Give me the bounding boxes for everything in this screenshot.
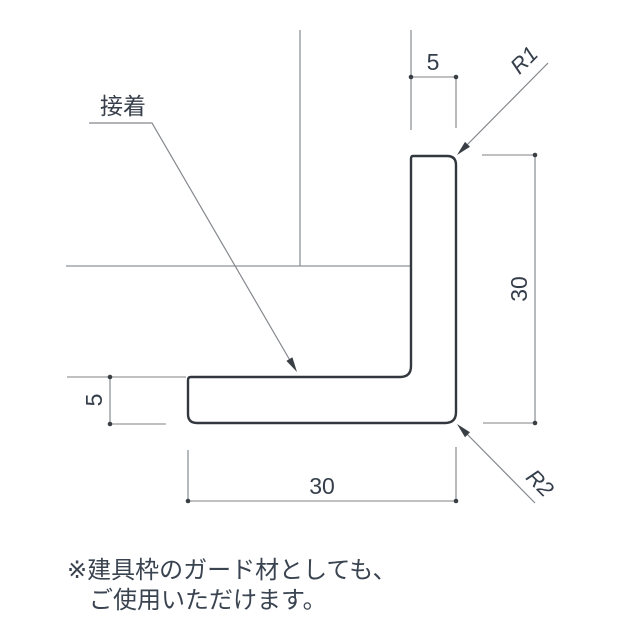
radius-label-r2: R2 bbox=[521, 464, 559, 502]
dimension-end-dot bbox=[107, 374, 113, 380]
r1-leader-line bbox=[460, 62, 549, 152]
adhesive-leader-line bbox=[89, 122, 296, 370]
dimension-value-right-height: 30 bbox=[506, 276, 532, 302]
dimension-top-width: 5 bbox=[408, 30, 459, 130]
dimension-end-dot bbox=[185, 498, 191, 504]
dimension-value-bottom-width: 30 bbox=[309, 473, 335, 499]
dimension-value-left-thickness: 5 bbox=[81, 394, 107, 407]
dimension-right-height: 30 bbox=[482, 152, 538, 426]
footnote-line-1: ※建具枠のガード材としても、 bbox=[67, 557, 396, 584]
radius-callout-r2: R2 bbox=[457, 424, 559, 504]
reference-lines bbox=[66, 30, 410, 267]
footnote-line-2: ご使用いただけます。 bbox=[89, 587, 327, 614]
dimension-left-thickness: 5 bbox=[67, 374, 186, 427]
r2-arrowhead-icon bbox=[457, 424, 470, 438]
dimension-end-dot bbox=[107, 421, 113, 427]
r2-leader-line bbox=[460, 427, 536, 504]
r1-arrowhead-icon bbox=[457, 141, 470, 155]
dimension-bottom-width: 30 bbox=[185, 447, 459, 504]
dimension-end-dot bbox=[453, 74, 459, 80]
dimension-end-dot bbox=[532, 152, 538, 158]
l-profile-outline bbox=[186, 154, 458, 425]
adhesive-arrowhead-icon bbox=[286, 357, 297, 372]
adhesive-callout: 接着 bbox=[89, 93, 297, 372]
dimension-end-dot bbox=[408, 74, 414, 80]
radius-callout-r1: R1 bbox=[457, 41, 549, 155]
dimension-end-dot bbox=[453, 498, 459, 504]
dimension-value-top-width: 5 bbox=[427, 49, 440, 75]
footnote: ※建具枠のガード材としても、 ご使用いただけます。 bbox=[67, 557, 396, 614]
adhesive-label: 接着 bbox=[100, 93, 146, 119]
dimension-end-dot bbox=[532, 420, 538, 426]
